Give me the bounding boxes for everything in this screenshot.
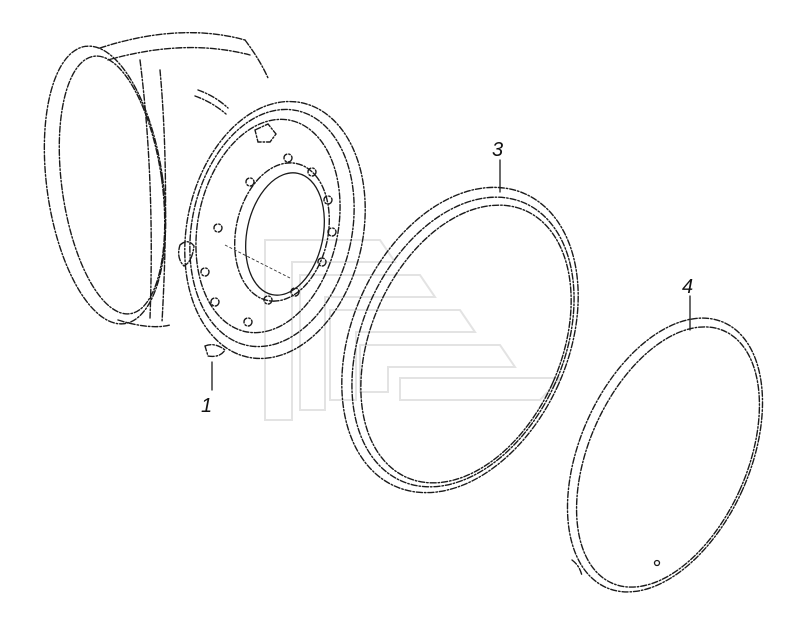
wheel-rim-part-1 [43, 31, 366, 391]
callout-4: 4 [682, 276, 693, 298]
callout-3: 3 [492, 139, 503, 161]
bolt-holes [200, 153, 337, 327]
side-ring-part-3 [341, 159, 579, 494]
callout-1: 1 [201, 395, 212, 417]
lock-ring-part-4 [566, 295, 764, 593]
watermark-logo [264, 239, 563, 421]
